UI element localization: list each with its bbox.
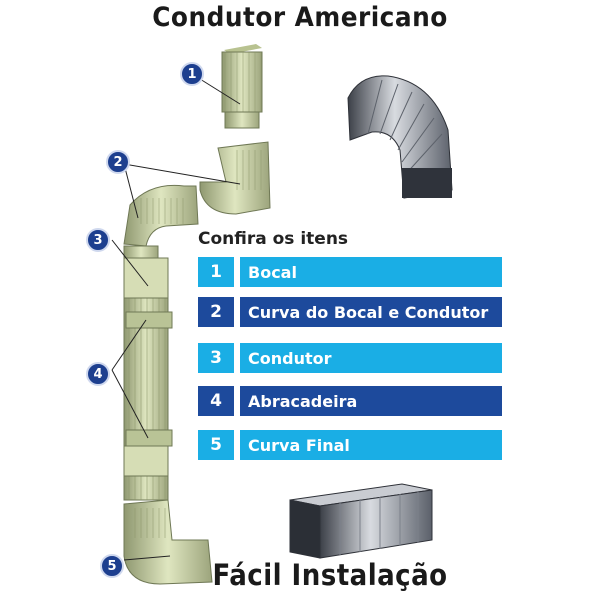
abracadeira-top (125, 311, 173, 329)
curva-final-piece (123, 499, 213, 585)
item-label: Curva Final (240, 430, 502, 460)
abracadeira-bottom (125, 429, 173, 447)
callout-4: 4 (86, 362, 110, 386)
callout-5: 5 (100, 554, 124, 578)
item-number: 2 (198, 297, 234, 327)
page-title: Condutor Americano (152, 2, 448, 33)
item-number: 3 (198, 343, 234, 373)
item-number: 1 (198, 257, 234, 287)
item-label: Bocal (240, 257, 502, 287)
item-label: Curva do Bocal e Condutor (240, 297, 502, 327)
condutor-piece (123, 245, 173, 501)
item-label: Abracadeira (240, 386, 502, 416)
metal-pipe (289, 483, 433, 559)
callout-2: 2 (106, 150, 130, 174)
metal-elbow (347, 75, 453, 199)
list-heading: Confira os itens (198, 229, 349, 249)
callout-3: 3 (86, 228, 110, 252)
item-number: 5 (198, 430, 234, 460)
footer-title: Fácil Instalação (212, 558, 448, 592)
item-number: 4 (198, 386, 234, 416)
callout-1: 1 (180, 62, 204, 86)
bocal-piece (221, 44, 263, 129)
item-label: Condutor (240, 343, 502, 373)
